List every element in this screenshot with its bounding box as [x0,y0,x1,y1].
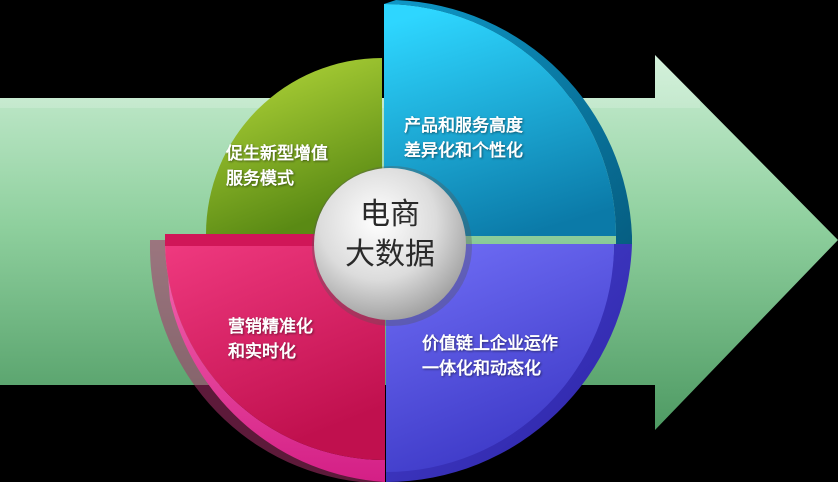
center-label-line-2: 大数据 [345,237,435,272]
quadrant-top-left-line-2: 服务模式 [226,169,294,189]
quadrant-top-left-text: 促生新型增值 服务模式 [226,142,328,192]
quadrant-top-right-text: 产品和服务高度 差异化和个性化 [404,114,523,164]
center-label-line-1: 电商 [360,197,420,232]
quadrant-bottom-right [386,244,632,482]
quadrant-top-left-line-1: 促生新型增值 [226,144,328,164]
quadrant-bottom-left-line-2: 和实时化 [228,342,296,362]
quadrant-top-right-line-2: 差异化和个性化 [404,141,523,161]
arrow-highlight [0,55,700,108]
quadrant-top-right-line-1: 产品和服务高度 [404,116,523,136]
center-label: 电商 大数据 [315,195,465,295]
quadrant-bottom-right-text: 价值链上企业运作 一体化和动态化 [422,332,558,382]
quadrant-bottom-left-line-1: 营销精准化 [228,317,313,337]
quadrant-bottom-right-line-2: 一体化和动态化 [422,359,541,379]
quadrant-bottom-left-text: 营销精准化 和实时化 [228,315,313,365]
center-hub [312,166,472,326]
quadrant-top-right [384,0,632,244]
quadrant-bottom-right-line-1: 价值链上企业运作 [422,334,558,354]
